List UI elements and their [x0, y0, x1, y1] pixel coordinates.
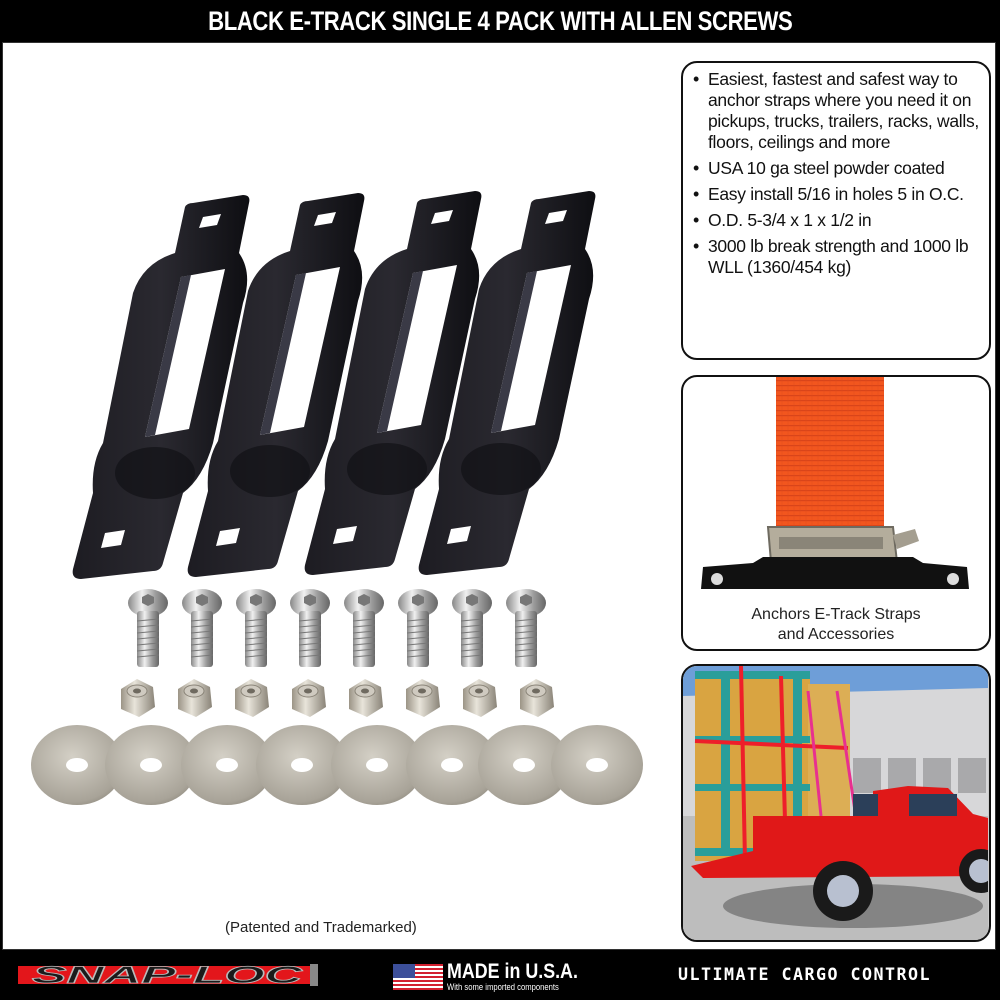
product-image: (Patented and Trademarked)	[3, 43, 673, 951]
made-in-usa-text: MADE in U.S.A.	[447, 960, 578, 983]
snap-loc-logo: SNAP-LOC	[18, 962, 318, 988]
tagline: ULTIMATE CARGO CONTROL	[678, 965, 932, 985]
straps-caption: Anchors E-Track Straps and Accessories	[751, 606, 921, 643]
footer-bar: SNAP-LOC MADE in U.S.A. With some import…	[0, 950, 1000, 1000]
strap-anchor-illustration	[701, 377, 969, 589]
svg-text:SNAP-LOC: SNAP-LOC	[32, 962, 303, 988]
washers-row	[31, 725, 643, 805]
lock-nuts-row	[120, 678, 555, 718]
page-title: BLACK E-TRACK SINGLE 4 PACK WITH ALLEN S…	[207, 5, 793, 36]
header-bar: BLACK E-TRACK SINGLE 4 PACK WITH ALLEN S…	[0, 0, 1000, 42]
allen-screws-row	[127, 589, 547, 668]
feature-item: 3000 lb break strength and 1000 lb WLL (…	[693, 236, 981, 278]
made-in-usa-badge: MADE in U.S.A. With some imported compon…	[393, 960, 601, 992]
truck-photo-panel	[681, 664, 991, 942]
feature-item: O.D. 5-3/4 x 1 x 1/2 in	[693, 210, 981, 231]
features-list: Easiest, fastest and safest way to ancho…	[693, 69, 981, 278]
features-panel: Easiest, fastest and safest way to ancho…	[681, 61, 991, 360]
straps-panel: Anchors E-Track Straps and Accessories	[681, 375, 991, 651]
feature-item: Easiest, fastest and safest way to ancho…	[693, 69, 981, 153]
imported-components-note: With some imported components	[447, 982, 559, 992]
content-frame: (Patented and Trademarked) Easiest, fast…	[2, 42, 996, 950]
e-track-brackets	[72, 191, 596, 579]
pickup-truck-with-crates-photo	[683, 666, 988, 940]
feature-item: Easy install 5/16 in holes 5 in O.C.	[693, 184, 981, 205]
us-flag-icon	[393, 964, 443, 990]
feature-item: USA 10 ga steel powder coated	[693, 158, 981, 179]
patent-note: (Patented and Trademarked)	[225, 919, 417, 936]
